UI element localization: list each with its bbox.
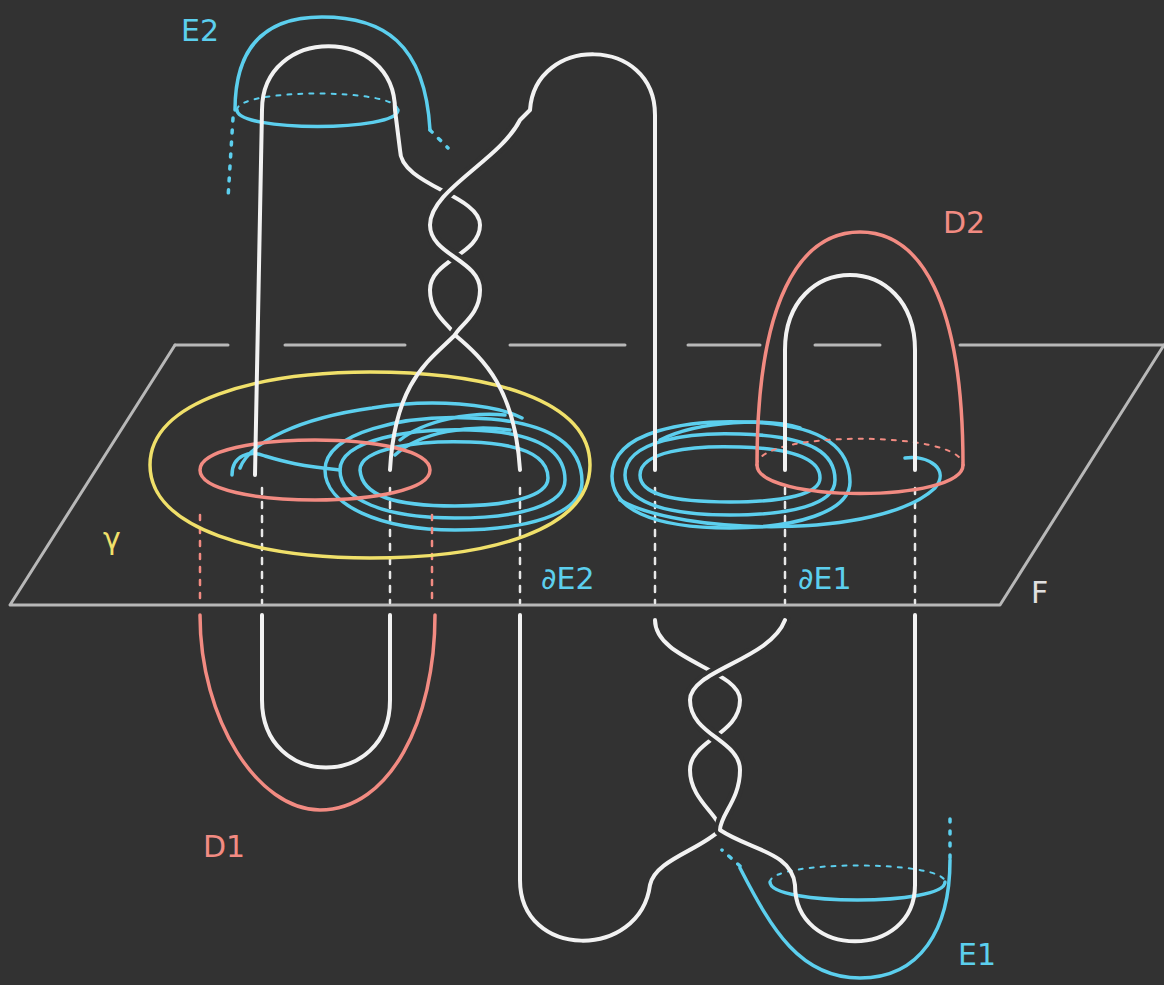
knot-halo: [690, 620, 785, 830]
boundary-e2-loop: [395, 414, 510, 455]
boundary-e2-loop: [240, 403, 522, 468]
d1-disk-lower: [200, 615, 435, 810]
label: F: [1028, 576, 1051, 609]
e1-disk-cup: [740, 860, 950, 978]
d1-ellipse: [200, 440, 430, 500]
label: γ: [100, 522, 124, 555]
knot-strand: [262, 615, 390, 768]
knot-strand: [785, 275, 915, 470]
knot-strand: [520, 615, 740, 941]
plane-back-edge: [175, 344, 1164, 347]
ghost-dashes: [262, 488, 915, 603]
d2-ellipse-front: [757, 465, 963, 494]
boundary-e1-loop: [640, 447, 820, 502]
knot: [255, 46, 915, 941]
knot-strand: [690, 615, 915, 941]
knot-strand: [390, 335, 520, 470]
label: ∂E1: [795, 562, 855, 595]
e1-ellipse-back: [770, 866, 945, 883]
d1-dashes: [200, 515, 432, 605]
label: ∂E2: [538, 562, 598, 595]
knot-strand: [430, 54, 655, 470]
label: E1: [955, 938, 999, 971]
label: D1: [200, 830, 248, 863]
surface-group: [10, 345, 1164, 605]
gamma-curve: [150, 372, 590, 558]
d2-disk-arch: [757, 232, 963, 465]
pink-disks: [200, 232, 963, 810]
label: D2: [940, 206, 988, 239]
boundary-e1-loop: [620, 422, 940, 527]
knot-strand: [255, 46, 480, 475]
knot-halo: [430, 120, 520, 335]
d2-ellipse-back: [757, 439, 963, 465]
label: E2: [178, 14, 222, 47]
boundary-e2-loop: [325, 418, 582, 530]
cyan-disks: [228, 17, 950, 978]
plane-outline: [10, 345, 1164, 605]
boundary-e2-loop: [232, 454, 340, 475]
e2-disk-cap: [235, 17, 430, 130]
